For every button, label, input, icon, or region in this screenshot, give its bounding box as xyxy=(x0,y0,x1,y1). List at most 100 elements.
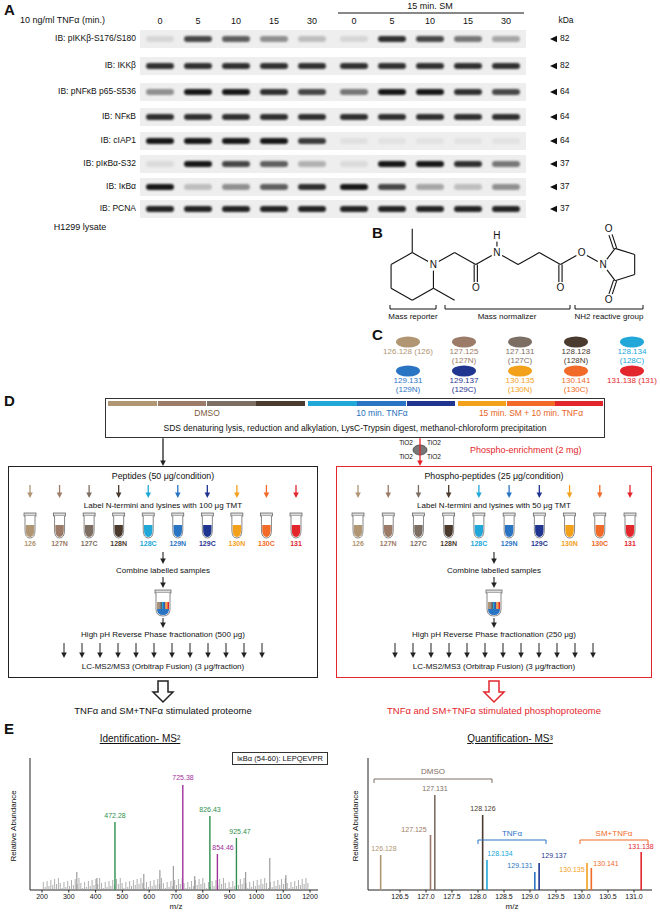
tube-cap xyxy=(352,513,364,516)
axis-tick-mark xyxy=(634,890,635,893)
spectrum-peak xyxy=(112,880,113,890)
blot-band xyxy=(298,206,326,212)
chemical-bond xyxy=(433,288,454,300)
antibody-label: IB: pIκBα-S32 xyxy=(83,159,136,169)
peak-label: 131.138 xyxy=(628,843,653,851)
axis-tick: 400 xyxy=(90,893,102,901)
axis-tick: 300 xyxy=(63,893,75,901)
blot-band xyxy=(340,36,368,42)
blot-band xyxy=(298,36,326,42)
blot-band xyxy=(454,114,482,120)
tube-label: 129C xyxy=(199,540,216,548)
axis-tick: 129.0 xyxy=(521,893,539,901)
tube xyxy=(291,516,301,538)
lane-number: 10 xyxy=(425,16,435,26)
arrow-line xyxy=(64,643,65,653)
arrow-head xyxy=(476,493,482,499)
output-arrow xyxy=(484,681,504,702)
spectrum-peak xyxy=(298,880,299,890)
chemical-bond xyxy=(433,271,434,289)
axis-tick-mark xyxy=(176,890,177,893)
arrow-line xyxy=(162,552,163,559)
reporter-peak xyxy=(640,852,642,890)
spectrum-peak xyxy=(304,884,305,890)
group-bracket xyxy=(478,840,546,844)
atom-label: O xyxy=(556,283,566,295)
blot-band xyxy=(416,114,444,120)
axis-line xyxy=(368,890,652,891)
arrow-line xyxy=(244,643,245,653)
arrow-line xyxy=(508,485,509,493)
group-bracket xyxy=(374,779,492,783)
blot-band xyxy=(184,138,212,144)
chemical-bond xyxy=(518,253,539,265)
arrow-line xyxy=(575,643,576,653)
box-heading: IκBα (54-60): LEPQEVPR xyxy=(233,753,327,764)
spectrum-peak xyxy=(86,887,87,890)
tube xyxy=(487,593,501,616)
spectrum-peak xyxy=(225,883,226,890)
group-label: TNFα xyxy=(502,829,522,838)
tube xyxy=(413,516,423,538)
arrow-head xyxy=(355,493,361,499)
axis-tick-mark xyxy=(400,890,401,893)
arrow-line xyxy=(593,643,594,653)
tube-label: 127N xyxy=(380,540,397,548)
reporter-swatch xyxy=(508,337,532,348)
blot-band xyxy=(416,138,444,144)
spectrum-peak xyxy=(125,882,126,890)
axis-tick: 128.5 xyxy=(495,893,513,901)
arrow-line xyxy=(100,643,101,653)
spectrum-peak xyxy=(71,880,72,890)
axis-tick: 131.0 xyxy=(625,893,643,901)
blot-band xyxy=(492,114,520,120)
mw-marker: 37 xyxy=(560,204,569,214)
blot-band xyxy=(492,161,520,167)
blot-band xyxy=(222,184,250,190)
reporter-label: 131.138 (131) xyxy=(607,377,657,386)
chemical-bond xyxy=(615,275,635,281)
blot-band xyxy=(454,206,482,212)
spectrum-peak xyxy=(52,885,53,890)
spectrum-peak xyxy=(305,878,306,890)
mw-arrowhead xyxy=(550,36,557,42)
tube-label: 129N xyxy=(501,540,518,548)
arrow-head xyxy=(241,653,247,659)
blot-band xyxy=(492,36,520,42)
tube-cap xyxy=(503,513,515,516)
arrow-line xyxy=(136,643,137,653)
axis-tick-mark xyxy=(452,890,453,893)
spectrum-title: Identification- MS² xyxy=(100,733,181,745)
atom-label: H xyxy=(492,230,501,242)
spectrum-peak xyxy=(191,881,192,890)
arrow-line xyxy=(449,643,450,653)
spectrum-peak xyxy=(245,872,246,890)
spectrum-peak xyxy=(240,879,241,890)
blot-band xyxy=(260,63,288,69)
spectrum-peak xyxy=(178,879,179,890)
tube-cap xyxy=(83,513,95,516)
spectrum-peak xyxy=(281,879,282,890)
axis-title: m/z xyxy=(170,902,183,911)
fragment-peak xyxy=(217,854,218,890)
axis-tick-mark xyxy=(122,890,123,893)
tube-label: 130C xyxy=(591,540,608,548)
spectrum-peak xyxy=(214,886,215,890)
peak-label: 854.46 xyxy=(212,844,233,852)
color-strip xyxy=(458,401,604,406)
pooled-sample xyxy=(488,602,489,609)
blot-band xyxy=(222,63,250,69)
arrow-head xyxy=(491,583,497,589)
arrow-line xyxy=(413,643,414,653)
box-heading: Peptides (50 μg/condition) xyxy=(9,471,317,482)
color-strip xyxy=(108,401,306,406)
peak-label: 126.128 xyxy=(371,845,396,853)
axis-tick-mark xyxy=(202,890,203,893)
tube-label: 129C xyxy=(531,540,548,548)
atom-label: O xyxy=(604,294,614,306)
step-text: LC-MS2/MS3 (Orbitrap Fusion) (3 μg/fract… xyxy=(9,662,317,672)
spectrum-peak xyxy=(230,887,231,890)
arrow-head xyxy=(518,653,524,659)
spectrum-peak xyxy=(120,878,121,890)
blot-band xyxy=(184,36,212,42)
